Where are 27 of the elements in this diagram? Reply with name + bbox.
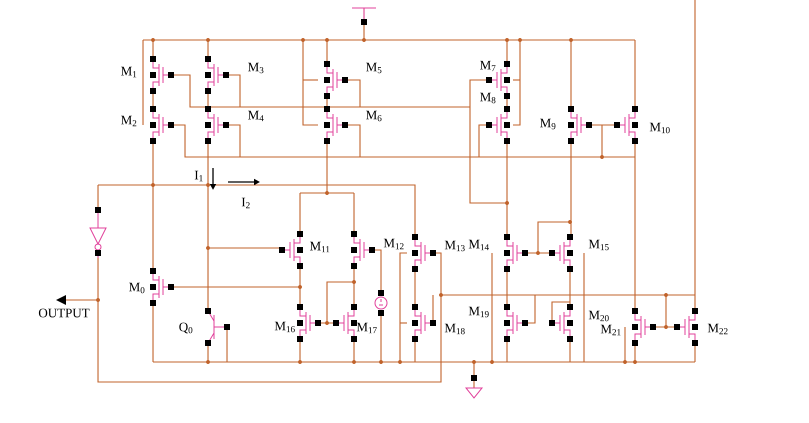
transistor-label: M$_{12}$ (384, 238, 404, 250)
transistor-label: M$_{9}$ (540, 118, 556, 130)
transistor-label: M$_{4}$ (248, 110, 264, 122)
transistor-label: M$_{6}$ (366, 110, 382, 122)
transistor-label: M$_{18}$ (444, 324, 465, 334)
transistor-label: M$_{22}$ (708, 324, 728, 334)
transistor-label: M$_{5}$ (366, 62, 382, 74)
transistor-label: M$_{13}$ (444, 240, 465, 252)
transistor-label: M$_{16}$ (274, 322, 295, 332)
transistor-label: M$_{17}$ (356, 322, 377, 334)
transistor-label: Q$_{0}$ (179, 322, 192, 334)
transistor-label: M$_{10}$ (650, 122, 670, 134)
transistor-label: M$_{3}$ (248, 62, 264, 74)
transistor-label: M$_{19}$ (468, 306, 489, 318)
transistor-label: M$_{8}$ (480, 92, 496, 104)
transistor-label: M$_{0}$ (129, 282, 144, 294)
transistor-label: M$_{1}$ (121, 66, 136, 78)
transistor-label: M$_{14}$ (468, 240, 489, 250)
transistor-label: M$_{15}$ (588, 240, 609, 250)
transistor-label: M$_{20}$ (588, 310, 609, 322)
transistor-label: M$_{7}$ (480, 60, 496, 72)
current-label: I$_{1}$ (194, 170, 203, 182)
current-label: I$_{2}$ (242, 198, 250, 208)
transistor-label: M$_{11}$ (310, 242, 330, 252)
transistor-label: M$_{2}$ (121, 116, 136, 126)
port-label: OUTPUT (38, 308, 90, 318)
transistor-label: M$_{21}$ (600, 324, 621, 336)
